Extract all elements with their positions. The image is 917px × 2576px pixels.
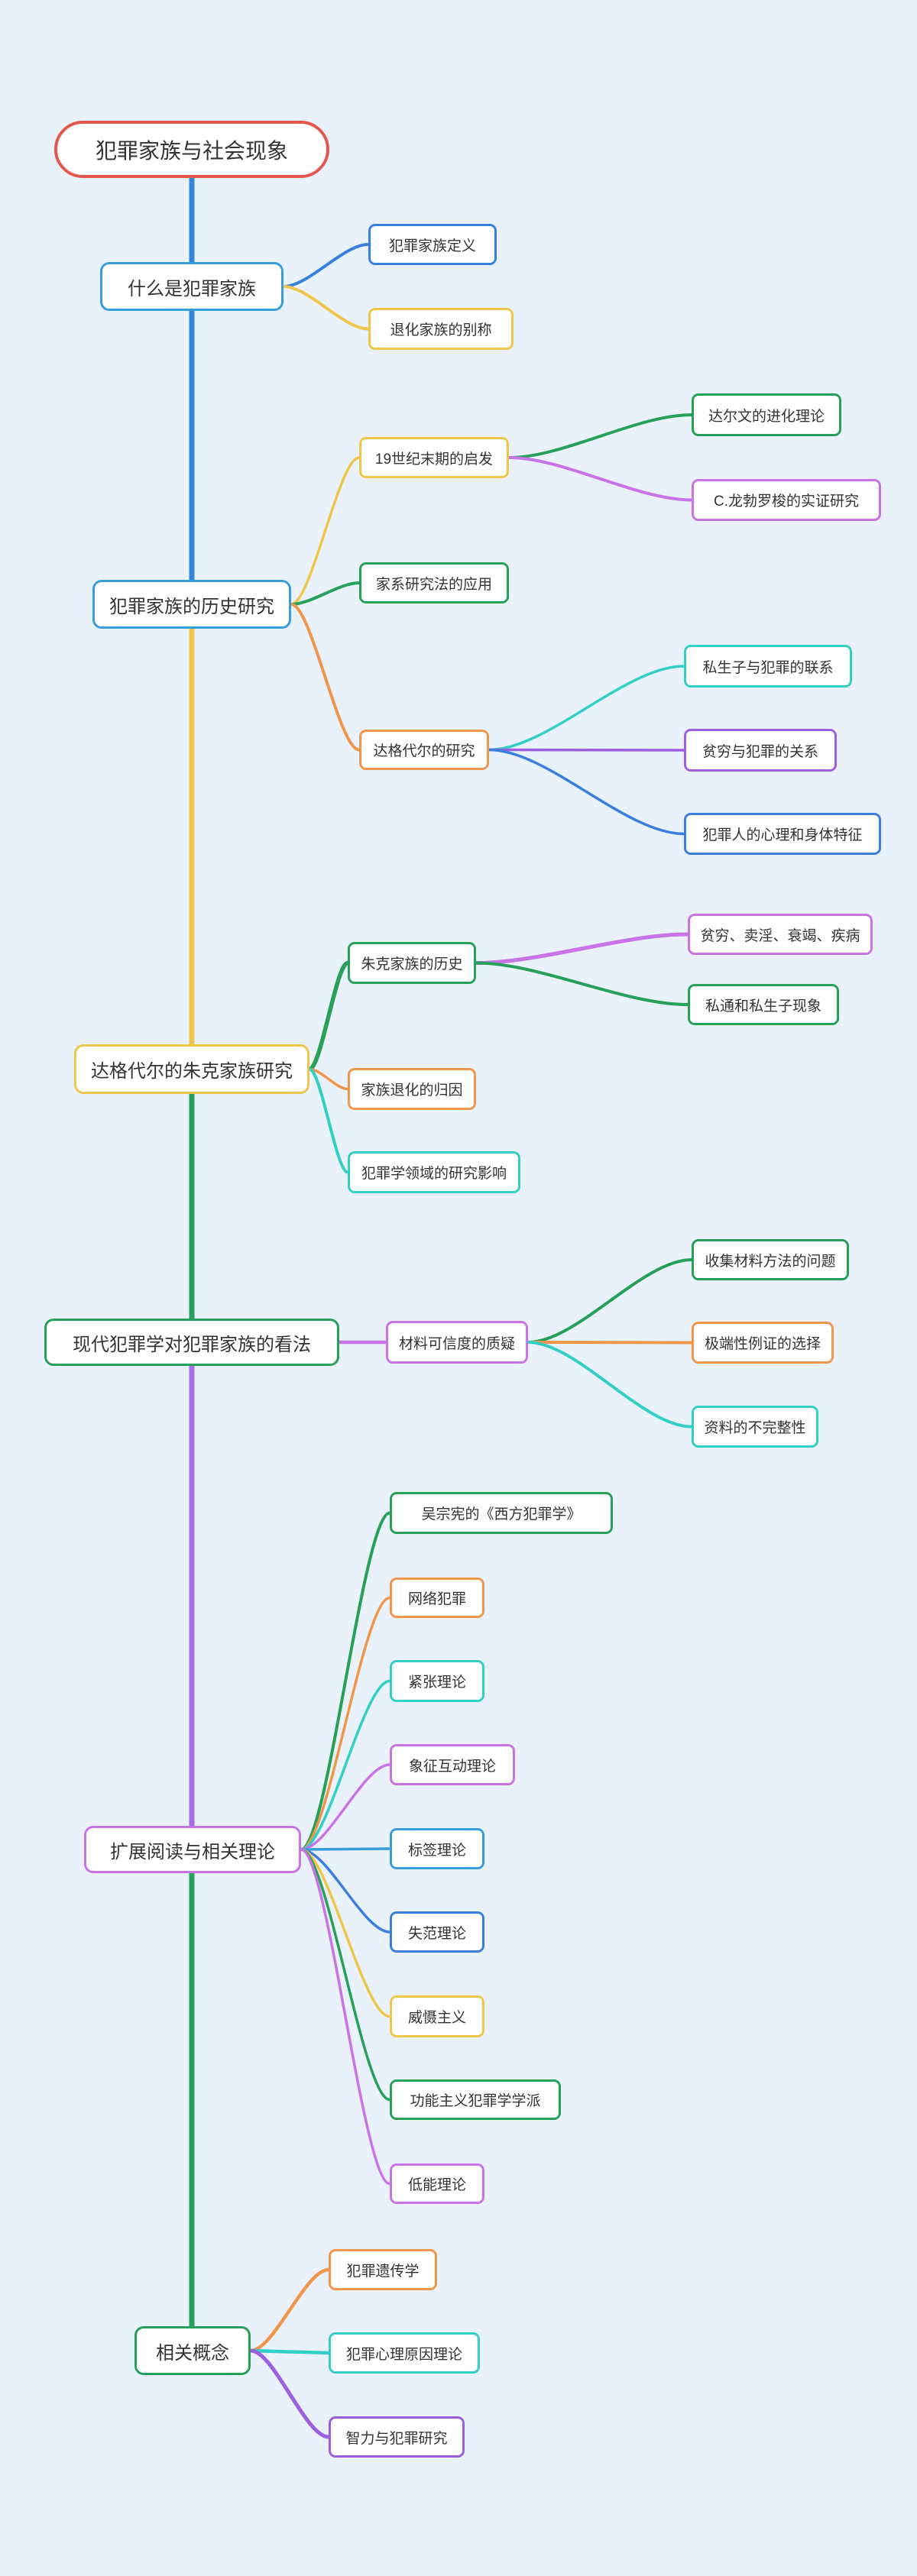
connector-what-is-alias [282,285,370,331]
connector-extended-reading-functionalism [300,1848,391,2102]
node-def[interactable]: 犯罪家族定义 [368,224,497,265]
node-jukes-history[interactable]: 朱克家族的历史 [348,942,476,984]
node-related-concepts[interactable]: 相关概念 [134,2326,251,2375]
connector-dugdale-research-illegitimate [488,665,685,752]
connector-related-concepts-crime-genetics [248,2267,331,2353]
node-anomie[interactable]: 失范理论 [390,1911,484,1953]
connector-jukes-study-jukes-history [307,960,350,1072]
connector-jukes-study-criminology-impact [308,1067,349,1174]
node-strain[interactable]: 紧张理论 [390,1660,484,1702]
node-alias[interactable]: 退化家族的别称 [368,308,514,350]
node-criminology-impact[interactable]: 犯罪学领域的研究影响 [348,1151,520,1193]
node-labeling[interactable]: 标签理论 [390,1828,484,1869]
node-extended-reading[interactable]: 扩展阅读与相关理论 [84,1826,301,1873]
node-inspire19[interactable]: 19世纪末期的启发 [359,437,509,478]
connector-extended-reading-deterrence [300,1848,391,2018]
node-poverty-crime[interactable]: 贫穷与犯罪的关系 [684,729,837,772]
node-dugdale-research[interactable]: 达格代尔的研究 [359,730,489,770]
node-incomplete-data[interactable]: 资料的不完整性 [692,1406,818,1448]
connector-history-inspire19 [290,456,361,606]
connector-history-family-method [290,581,361,606]
connector-dugdale-research-psych-physical [488,748,685,836]
node-adultery[interactable]: 私通和私生子现象 [688,984,839,1025]
node-modern-view[interactable]: 现代犯罪学对犯罪家族的看法 [44,1319,339,1366]
node-root[interactable]: 犯罪家族与社会现象 [54,121,329,178]
connector-extended-reading-symbolic [300,1763,391,1851]
node-feeblemind[interactable]: 低能理论 [390,2163,484,2204]
connector-what-is-def [282,243,370,288]
connector-related-concepts-crime-psychology [248,2348,331,2355]
connector-extended-reading-anomie [300,1848,391,1934]
connector-history-dugdale-research [290,603,361,752]
node-extreme-examples[interactable]: 极端性例证的选择 [692,1322,834,1364]
node-poverty-prostitution[interactable]: 贫穷、卖淫、衰竭、疾病 [688,914,873,955]
node-crime-genetics[interactable]: 犯罪遗传学 [329,2249,437,2290]
connector-related-concepts-intelligence-crime [248,2348,331,2439]
node-collect-method[interactable]: 收集材料方法的问题 [692,1239,849,1280]
node-credibility[interactable]: 材料可信度的质疑 [386,1321,528,1364]
node-darwin[interactable]: 达尔文的进化理论 [692,393,841,436]
connector-extended-reading-strain [300,1679,391,1851]
node-functionalism[interactable]: 功能主义犯罪学学派 [390,2079,561,2120]
node-family-method[interactable]: 家系研究法的应用 [359,562,509,604]
node-lombroso[interactable]: C.龙勃罗梭的实证研究 [692,479,881,521]
node-cybercrime[interactable]: 网络犯罪 [390,1578,484,1618]
node-psych-physical[interactable]: 犯罪人的心理和身体特征 [684,813,881,855]
connector-credibility-incomplete-data [527,1341,693,1429]
node-wu-book[interactable]: 吴宗宪的《西方犯罪学》 [390,1492,613,1534]
node-deterrence[interactable]: 威慑主义 [390,1995,484,2037]
connector-extended-reading-cybercrime [300,1596,391,1851]
node-intelligence-crime[interactable]: 智力与犯罪研究 [329,2416,465,2458]
connector-jukes-history-adultery [475,961,689,1006]
node-illegitimate[interactable]: 私生子与犯罪的联系 [684,645,852,688]
connector-inspire19-darwin [507,413,693,459]
connector-credibility-extreme-examples [527,1341,693,1345]
connector-dugdale-research-poverty-crime [488,748,685,752]
node-crime-psychology[interactable]: 犯罪心理原因理论 [329,2332,480,2374]
connector-extended-reading-wu-book [300,1511,391,1851]
connector-credibility-collect-method [527,1258,693,1344]
connector-jukes-history-poverty-prostitution [474,932,690,965]
node-history[interactable]: 犯罪家族的历史研究 [92,580,291,629]
connector-inspire19-lombroso [507,456,693,502]
node-jukes-study[interactable]: 达格代尔的朱克家族研究 [74,1044,309,1094]
node-symbolic[interactable]: 象征互动理论 [390,1744,515,1785]
node-degradation-attribution[interactable]: 家族退化的归因 [348,1068,476,1110]
connector-extended-reading-feeblemind [300,1848,391,2186]
node-what-is[interactable]: 什么是犯罪家族 [100,262,284,311]
